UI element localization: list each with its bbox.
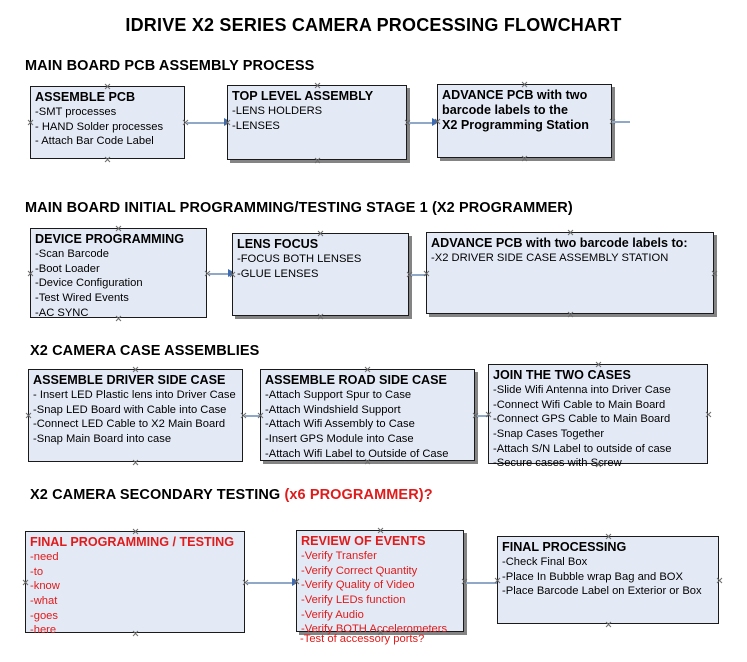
box-assemble-pcb[interactable]: ASSEMBLE PCB -SMT processes - HAND Solde… [30, 86, 185, 159]
box-line: -Verify Correct Quantity [301, 564, 418, 577]
box-line: -Scan Barcode [35, 247, 110, 260]
section-title-text: X2 CAMERA SECONDARY TESTING [30, 487, 285, 503]
box-line: -Snap LED Board with Cable into Case [33, 403, 227, 416]
box-line: -Check Final Box [502, 555, 588, 568]
box-line: -Slide Wifi Antenna into Driver Case [493, 383, 671, 396]
box-line: -SMT processes [35, 105, 117, 118]
section-title-x2-camera-secondary-testing: X2 CAMERA SECONDARY TESTING (x6 PROGRAMM… [30, 487, 433, 503]
box-advance-pcb-programming-station[interactable]: ADVANCE PCB with two barcode labels to t… [437, 84, 612, 158]
box-overflow-line: -Test of accessory ports? [300, 633, 425, 645]
box-line: -Connect LED Cable to X2 Main Board [33, 418, 226, 431]
box-line: -Place In Bubble wrap Bag and BOX [502, 570, 683, 583]
box-line: -GLUE LENSES [237, 267, 319, 280]
box-line: -goes [30, 609, 58, 622]
box-line: -X2 DRIVER SIDE CASE ASSEMBLY STATION [431, 251, 669, 264]
box-line: -Snap Main Board into case [33, 432, 172, 445]
section-title-text: X2 CAMERA CASE ASSEMBLIES [30, 343, 260, 359]
box-heading: ADVANCE PCB with two barcode labels to: [431, 236, 688, 250]
box-line: -Attach Support Spur to Case [265, 388, 412, 401]
box-line: - Insert LED Plastic lens into Driver Ca… [33, 388, 236, 401]
arrow-device-programming-to-lens-focus [209, 269, 235, 278]
box-heading: FINAL PROCESSING [502, 540, 627, 554]
box-heading: TOP LEVEL ASSEMBLY [232, 89, 374, 103]
section-title-main-board-initial-programming: MAIN BOARD INITIAL PROGRAMMING/TESTING S… [25, 200, 573, 216]
stub-line-right [612, 121, 630, 123]
box-review-of-events[interactable]: REVIEW OF EVENTS -Verify Transfer -Verif… [296, 530, 464, 635]
box-line: -Attach Wifi Assembly to Case [265, 418, 415, 431]
box-line: -to [30, 565, 44, 578]
box-line: -Attach Windshield Support [265, 403, 401, 416]
section-title-x2-camera-case-assemblies: X2 CAMERA CASE ASSEMBLIES [30, 343, 259, 359]
box-lens-focus[interactable]: LENS FOCUS -FOCUS BOTH LENSES -GLUE LENS… [232, 233, 409, 316]
box-assemble-road-side-case[interactable]: ASSEMBLE ROAD SIDE CASE -Attach Support … [260, 369, 475, 461]
box-final-programming-testing[interactable]: FINAL PROGRAMMING / TESTING -need -to -k… [25, 531, 245, 636]
box-line: -Test Wired Events [35, 291, 129, 304]
box-advance-pcb-driver-side-station[interactable]: ADVANCE PCB with two barcode labels to: … [426, 232, 714, 314]
box-join-the-two-cases[interactable]: JOIN THE TWO CASES -Slide Wifi Antenna i… [488, 364, 708, 469]
box-line: -Snap Cases Together [493, 427, 605, 440]
box-line: -Attach S/N Label to outside of case [493, 442, 672, 455]
box-line: -LENS HOLDERS [232, 104, 323, 117]
box-line: -Connect Wifi Cable to Main Board [493, 398, 666, 411]
box-line: -Verify Quality of Video [301, 579, 415, 592]
arrow-top-level-to-advance-pcb [409, 118, 439, 127]
box-line: -Place Barcode Label on Exterior or Box [502, 585, 702, 598]
arrow-assemble-pcb-to-top-level [187, 118, 231, 127]
box-line: - HAND Solder processes [35, 120, 164, 133]
box-line: -what [30, 594, 58, 607]
page-title: IDRIVE X2 SERIES CAMERA PROCESSING FLOWC… [125, 15, 622, 35]
arrow-final-programming-to-review-events [247, 578, 299, 587]
box-heading: LENS FOCUS [237, 237, 319, 251]
box-heading: FINAL PROGRAMMING / TESTING [30, 535, 235, 549]
box-line: -Connect GPS Cable to Main Board [493, 413, 671, 426]
box-heading: ADVANCE PCB with two barcode labels to t… [442, 88, 589, 132]
box-line: -Attach Wifi Label to Outside of Case [265, 447, 449, 460]
box-line: -Secure cases with Screw [493, 457, 622, 470]
section-title-text: MAIN BOARD INITIAL PROGRAMMING/TESTING S… [25, 200, 573, 216]
box-line: -need [30, 550, 59, 563]
section-title-text: MAIN BOARD PCB ASSEMBLY PROCESS [25, 58, 315, 74]
box-heading: ASSEMBLE ROAD SIDE CASE [265, 373, 447, 387]
section-title-main-board-pcb-assembly: MAIN BOARD PCB ASSEMBLY PROCESS [25, 58, 314, 74]
box-line: - Attach Bar Code Label [35, 135, 154, 148]
box-line: -Device Configuration [35, 277, 143, 290]
box-final-processing[interactable]: FINAL PROCESSING -Check Final Box -Place… [497, 536, 719, 624]
box-line: -Verify LEDs function [301, 593, 406, 606]
box-heading: REVIEW OF EVENTS [301, 534, 426, 548]
box-line: -FOCUS BOTH LENSES [237, 252, 362, 265]
box-line: -Verify Audio [301, 608, 364, 621]
box-line: -Verify BOTH Accelerometers [301, 623, 448, 636]
box-heading: ASSEMBLE DRIVER SIDE CASE [33, 373, 226, 387]
box-device-programming[interactable]: DEVICE PROGRAMMING -Scan Barcode -Boot L… [30, 228, 207, 319]
box-top-level-assembly[interactable]: TOP LEVEL ASSEMBLY -LENS HOLDERS -LENSES [227, 85, 407, 160]
box-line: -here [30, 624, 57, 637]
box-line: -Verify Transfer [301, 549, 377, 562]
box-line: -Insert GPS Module into Case [265, 432, 414, 445]
box-assemble-driver-side-case[interactable]: ASSEMBLE DRIVER SIDE CASE - Insert LED P… [28, 369, 243, 462]
box-line: -know [30, 580, 60, 593]
box-line: -LENSES [232, 119, 280, 132]
box-heading: JOIN THE TWO CASES [493, 368, 631, 382]
section-title-suffix: (x6 PROGRAMMER)? [284, 487, 433, 503]
box-heading: ASSEMBLE PCB [35, 90, 136, 104]
box-heading: DEVICE PROGRAMMING [35, 232, 185, 246]
box-line: -AC SYNC [35, 306, 89, 319]
box-line: -Boot Loader [35, 262, 100, 275]
